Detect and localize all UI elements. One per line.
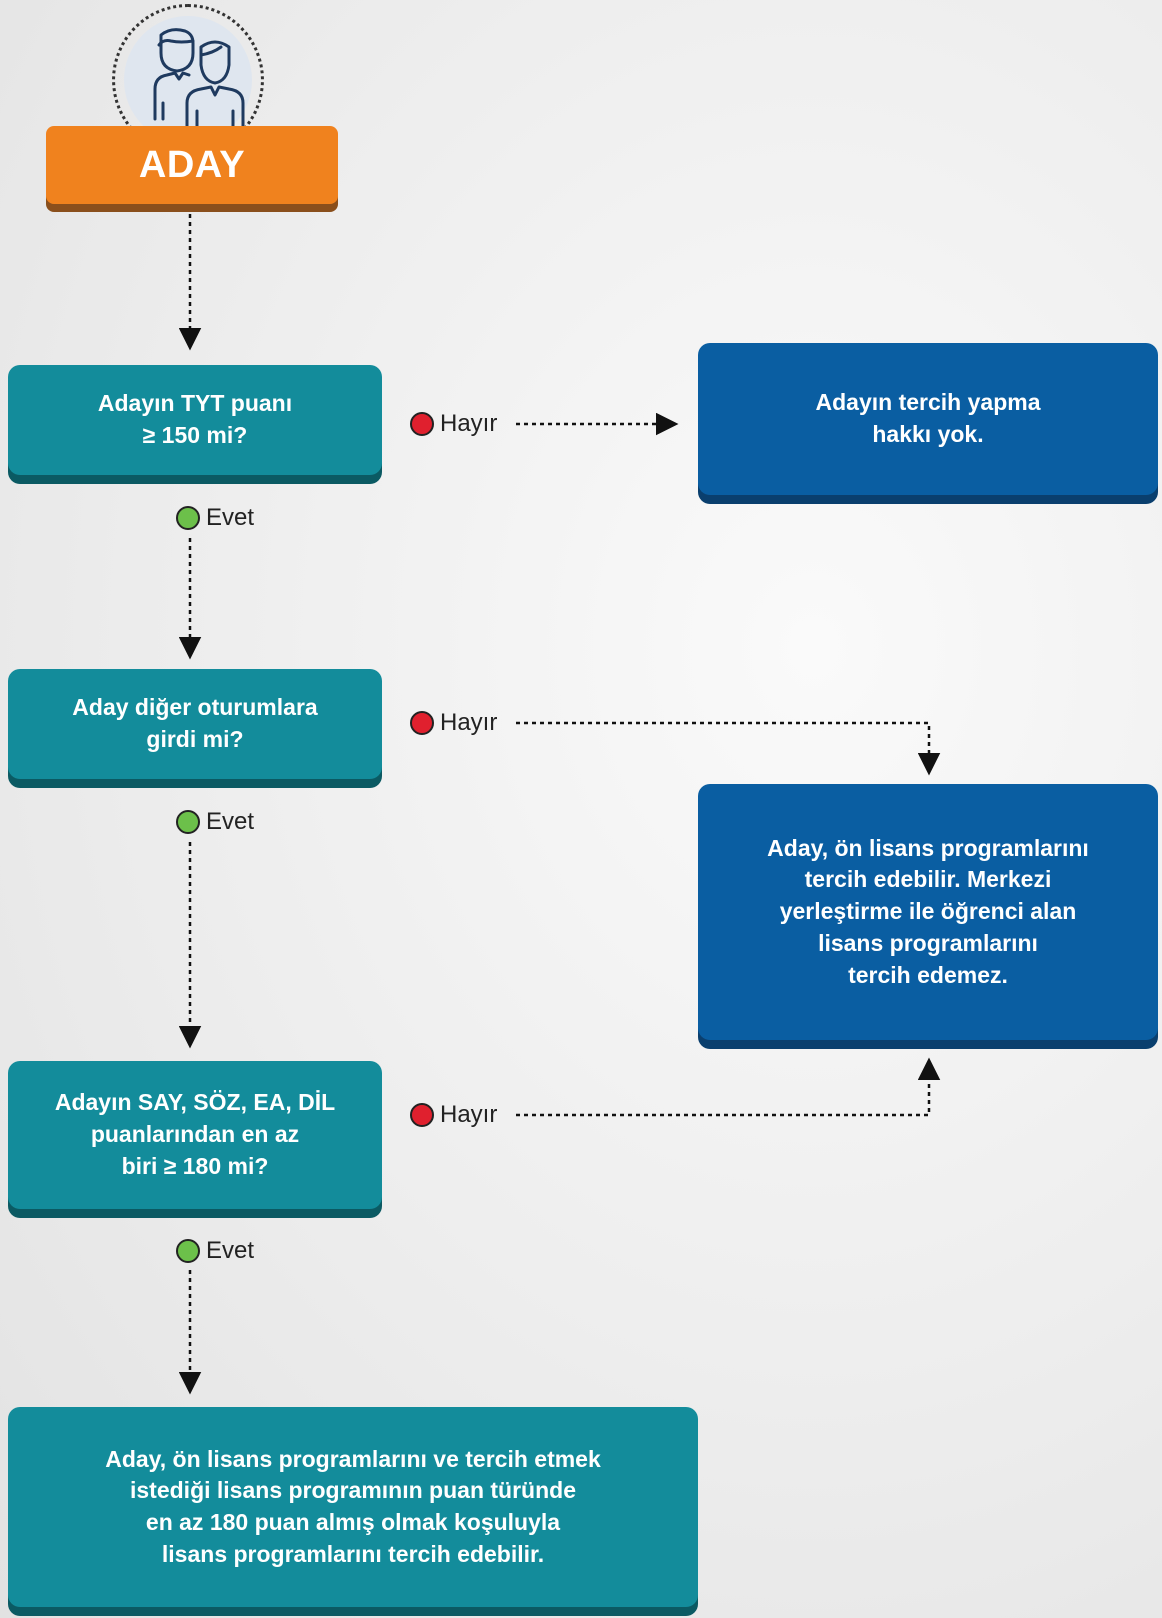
no-text: Hayır: [440, 1101, 498, 1128]
yes-text: Evet: [206, 504, 255, 531]
no-label-1: Hayır: [410, 410, 497, 438]
yes-text: Evet: [206, 1237, 255, 1264]
result-all-programs: Aday, ön lisans programlarını ve tercih …: [8, 1407, 698, 1607]
people-icon: [153, 28, 245, 135]
no-text: Hayır: [440, 410, 498, 437]
title-badge: ADAY: [46, 126, 338, 204]
result-no-right: Adayın tercih yapma hakkı yok.: [698, 343, 1158, 495]
decision-score-types: Adayın SAY, SÖZ, EA, DİL puanlarından en…: [8, 1061, 382, 1209]
red-circle-icon: [410, 412, 434, 436]
no-label-3: Hayır: [410, 1101, 497, 1129]
decision-tyt-score: Adayın TYT puanı ≥ 150 mi?: [8, 365, 382, 475]
green-circle-icon: [176, 810, 200, 834]
connector-q3-no: [516, 1057, 941, 1117]
yes-text: Evet: [206, 808, 255, 835]
green-circle-icon: [176, 506, 200, 530]
connector-q2-no: [516, 721, 941, 776]
result-associate-only: Aday, ön lisans programlarını tercih ede…: [698, 784, 1158, 1040]
yes-label-2: Evet: [176, 808, 254, 836]
yes-label-1: Evet: [176, 504, 254, 532]
red-circle-icon: [410, 711, 434, 735]
no-label-2: Hayır: [410, 709, 497, 737]
red-circle-icon: [410, 1103, 434, 1127]
green-circle-icon: [176, 1239, 200, 1263]
no-text: Hayır: [440, 709, 498, 736]
yes-label-3: Evet: [176, 1237, 254, 1265]
decision-other-sessions: Aday diğer oturumlara girdi mi?: [8, 669, 382, 779]
